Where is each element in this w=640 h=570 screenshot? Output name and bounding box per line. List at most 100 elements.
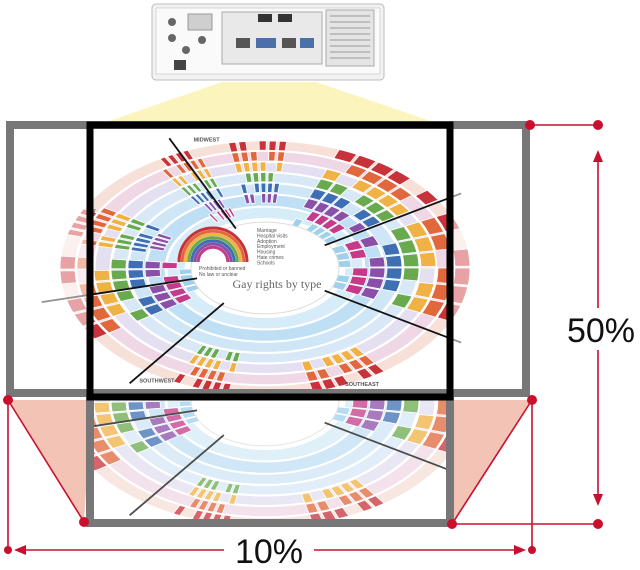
state-segment	[387, 202, 411, 217]
legend-item: Hospital visits	[257, 233, 288, 239]
state-segment	[436, 434, 448, 454]
state-segment	[93, 401, 111, 414]
state-segment	[435, 399, 448, 416]
region-label: MIDWEST	[194, 138, 221, 144]
state-segment	[266, 193, 273, 204]
region-divider	[324, 197, 448, 247]
region-divider	[168, 137, 237, 230]
state-segment	[337, 362, 354, 375]
region-label: SOUTHEAST	[345, 382, 380, 388]
state-segment	[435, 267, 448, 284]
state-segment	[276, 151, 286, 162]
legend-arc	[183, 232, 243, 263]
state-segment	[119, 366, 135, 373]
state-segment	[385, 399, 403, 412]
state-segment	[170, 177, 184, 188]
state-segment	[258, 140, 267, 151]
state-segment	[148, 244, 166, 252]
state-segment	[414, 189, 439, 206]
state-segment	[351, 267, 369, 278]
state-segment	[227, 141, 239, 153]
state-segment	[202, 478, 215, 490]
state-segment	[191, 377, 205, 389]
legend-note: No law or unclear	[199, 272, 238, 278]
state-segment	[352, 208, 373, 222]
state-segment	[240, 151, 250, 163]
keystone-right	[448, 400, 532, 524]
state-segment	[202, 179, 214, 190]
state-segment	[348, 407, 368, 419]
state-segment	[402, 267, 420, 282]
state-segment	[115, 421, 136, 434]
legend-arc	[190, 239, 236, 263]
state-segment	[173, 425, 193, 437]
state-segment	[344, 164, 368, 179]
ring-band	[146, 397, 384, 474]
legend-item: Housing	[257, 250, 276, 256]
state-segment	[347, 222, 368, 234]
state-segment	[66, 228, 85, 238]
state-segment	[366, 495, 385, 508]
state-segment	[144, 269, 162, 278]
state-segment	[320, 355, 336, 368]
state-segment	[271, 193, 279, 204]
state-segment	[368, 267, 386, 279]
state-segment	[59, 270, 77, 285]
state-segment	[195, 169, 207, 180]
ring-band	[166, 397, 364, 462]
state-segment	[92, 322, 109, 340]
state-segment	[127, 269, 145, 280]
region-label: NORTHEAST	[62, 209, 97, 215]
state-segment	[207, 201, 219, 212]
state-segment	[137, 232, 155, 241]
state-segment	[452, 248, 471, 267]
state-segment	[158, 298, 179, 310]
state-segment	[375, 178, 400, 193]
state-segment	[97, 241, 115, 249]
state-segment	[148, 284, 168, 295]
state-segment	[211, 359, 223, 371]
legend-arc	[196, 245, 230, 263]
state-segment	[267, 182, 274, 193]
state-segment	[300, 492, 315, 504]
state-segment	[436, 302, 448, 322]
state-segment	[110, 269, 128, 281]
state-segment	[125, 223, 143, 232]
state-segment	[357, 354, 376, 367]
horizontal-dimension	[7, 399, 533, 555]
state-segment	[320, 192, 340, 205]
legend-note: Prohibited or banned	[199, 266, 246, 272]
state-segment	[161, 261, 178, 269]
legend-item: Hate crimes	[257, 255, 284, 261]
state-segment	[99, 424, 120, 438]
state-segment	[206, 501, 218, 513]
state-segment	[359, 286, 381, 300]
dimension-points	[3, 120, 603, 554]
state-segment	[199, 191, 211, 202]
state-segment	[300, 360, 315, 372]
state-segment	[92, 426, 104, 441]
state-segment	[182, 149, 195, 161]
state-segment	[187, 354, 201, 365]
state-segment	[249, 151, 258, 162]
state-segment	[92, 454, 109, 472]
state-segment	[105, 223, 124, 233]
state-segment	[132, 241, 150, 249]
state-segment	[358, 235, 380, 249]
state-segment	[390, 425, 413, 441]
state-segment	[364, 201, 387, 215]
state-segment	[368, 399, 386, 411]
state-segment	[304, 370, 319, 382]
state-segment	[148, 416, 168, 427]
projector-icon	[151, 3, 385, 81]
state-segment	[195, 356, 208, 367]
state-segment	[381, 410, 401, 425]
state-segment	[402, 399, 420, 414]
region-divider	[129, 302, 225, 384]
state-segment	[172, 372, 187, 385]
state-segment	[144, 260, 161, 270]
state-segment	[331, 196, 352, 210]
state-segment	[390, 293, 413, 309]
state-segment	[313, 214, 331, 227]
state-segment	[364, 186, 388, 201]
